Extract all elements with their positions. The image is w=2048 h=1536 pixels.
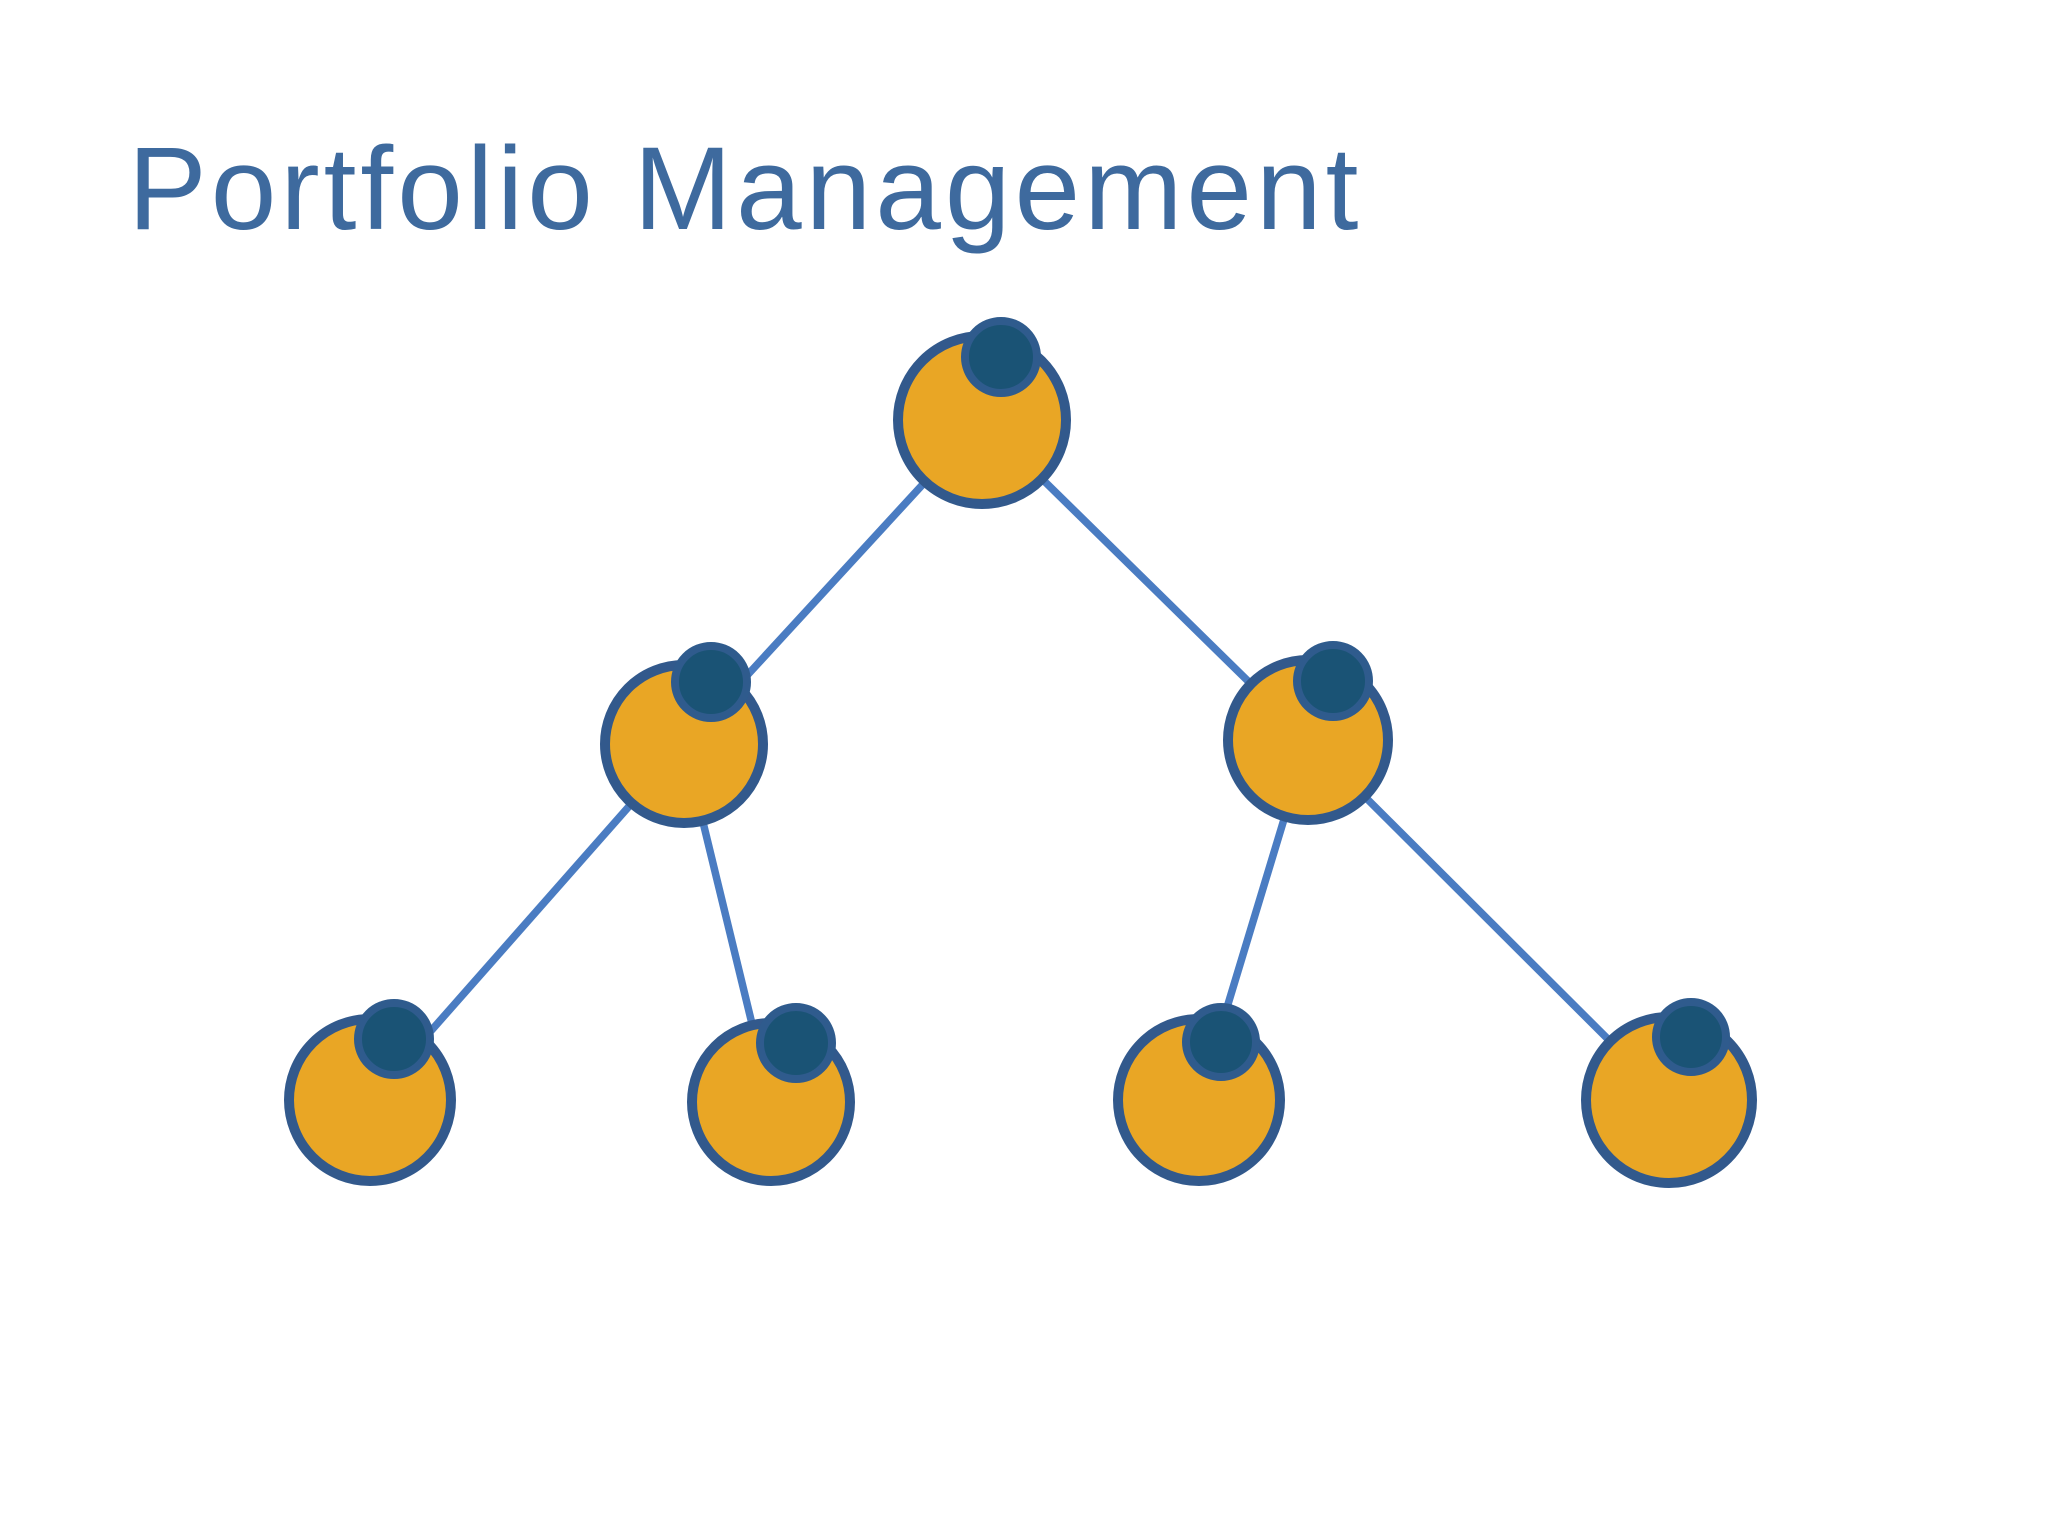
tree-node-leaf-1	[284, 999, 456, 1186]
tree-node-child-right	[1223, 641, 1393, 825]
node-satellite-circle-leaf-1	[354, 999, 434, 1079]
tree-node-root	[893, 317, 1071, 509]
tree-node-leaf-4	[1581, 998, 1757, 1188]
tree-node-leaf-2	[687, 1003, 855, 1186]
node-satellite-circle-child-right	[1293, 641, 1373, 721]
node-satellite-circle-child-left	[671, 642, 751, 722]
node-satellite-circle-root	[961, 317, 1041, 397]
tree-node-child-left	[600, 642, 768, 828]
node-satellite-circle-leaf-4	[1652, 998, 1730, 1076]
node-satellite-circle-leaf-3	[1182, 1003, 1260, 1081]
tree-node-leaf-3	[1113, 1003, 1285, 1186]
node-satellite-circle-leaf-2	[756, 1003, 836, 1083]
slide-title: Portfolio Management	[128, 123, 1363, 255]
